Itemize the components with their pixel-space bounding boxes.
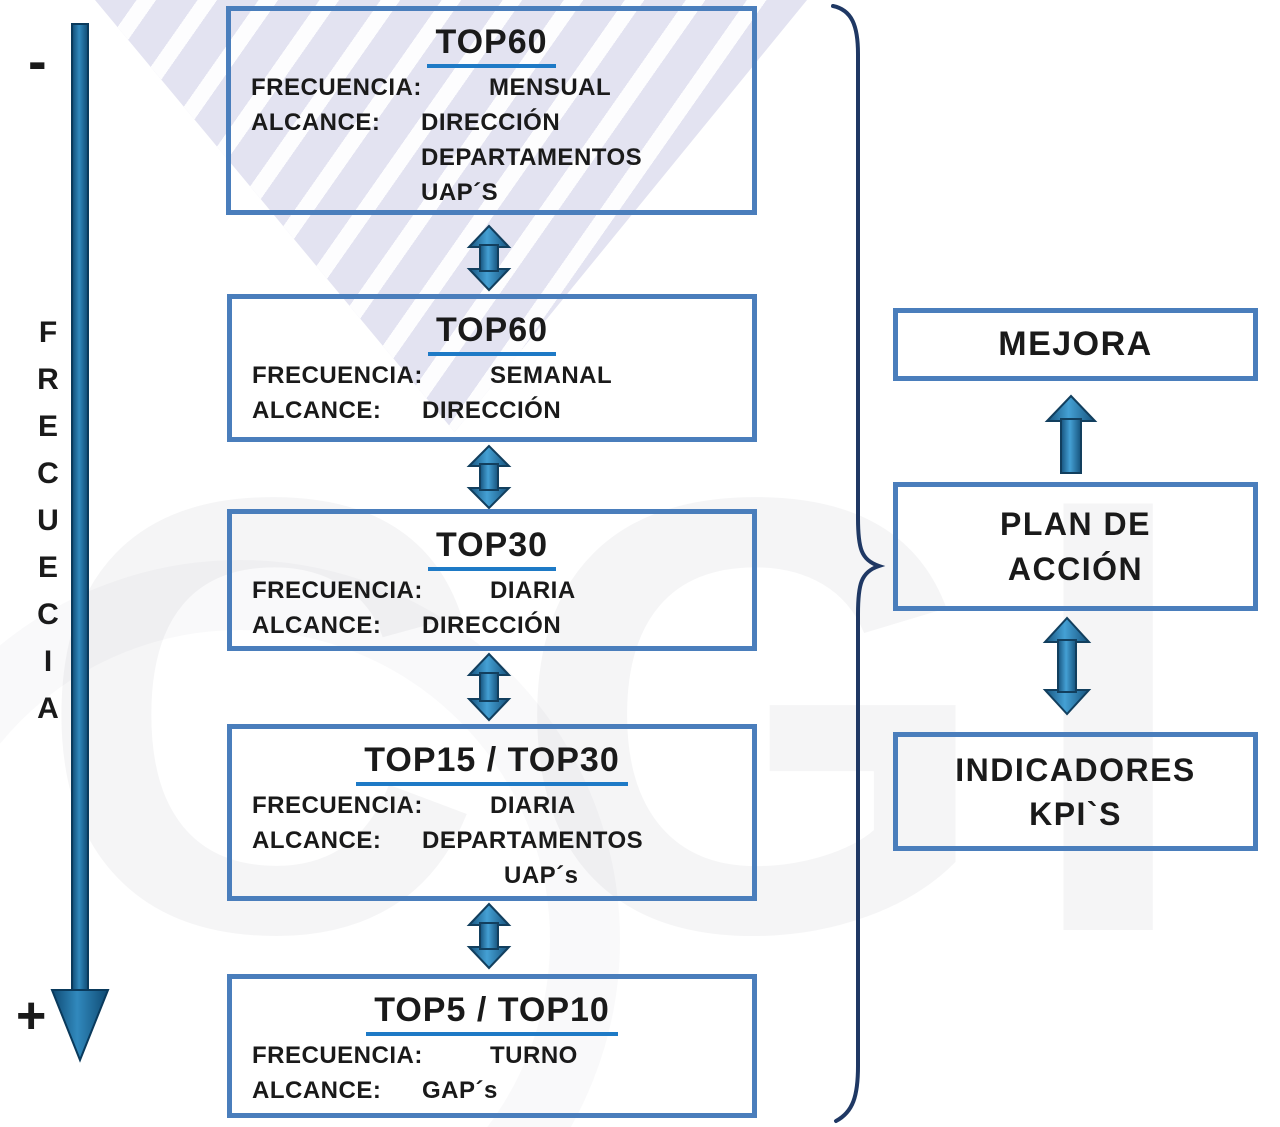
frequency-value: DIARIA: [490, 577, 576, 604]
scope-label: ALCANCE:: [251, 109, 381, 136]
up-arrow-icon: [1044, 394, 1098, 474]
frequency-label: FRECUENCIA:: [252, 362, 423, 389]
frequency-plus-label: +: [16, 987, 47, 1045]
meeting-box-top60-semanal: TOP60 FRECUENCIA: SEMANAL ALCANCE: DIRECCI…: [227, 294, 757, 442]
axis-letter: R: [37, 363, 59, 396]
frequency-label: FRECUENCIA:: [252, 577, 423, 604]
mejora-label: MEJORA: [998, 325, 1153, 363]
axis-letter: U: [37, 504, 59, 537]
meeting-box-top5-top10: TOP5 / TOP10 FRECUENCIA: TURNO ALCANCE: GA…: [227, 974, 757, 1118]
scope-label: ALCANCE:: [252, 827, 382, 854]
plan-label-line2: ACCIÓN: [1007, 550, 1144, 587]
double-arrow-icon: [466, 224, 512, 292]
frequency-value: SEMANAL: [490, 362, 613, 389]
frequency-label: FRECUENCIA:: [252, 1042, 423, 1069]
frequency-down-arrow-icon: [50, 23, 110, 1063]
meeting-box-top60-mensual: TOP60 FRECUENCIA: MENSUAL ALCANCE: DIRECCI…: [226, 6, 757, 215]
indicadores-label-line1: INDICADORES: [955, 751, 1196, 788]
scope-value: UAP´S: [421, 179, 499, 206]
scope-value: DIRECCIÓN: [422, 612, 562, 639]
meeting-box-top30: TOP30 FRECUENCIA: DIARIA ALCANCE: DIRECCIÓ…: [227, 509, 757, 651]
double-arrow-icon: [1042, 616, 1092, 716]
axis-letter: C: [37, 598, 59, 631]
scope-value: DIRECCIÓN: [422, 397, 562, 424]
scope-value: GAP´s: [422, 1077, 498, 1104]
meeting-box-top15-top30: TOP15 / TOP30 FRECUENCIA: DIARIA ALCANCE:…: [227, 724, 757, 901]
frequency-label: FRECUENCIA:: [251, 74, 422, 101]
plan-label-line1: PLAN DE: [1000, 505, 1151, 542]
axis-letter: I: [43, 645, 53, 678]
box-title: TOP5 / TOP10: [232, 991, 752, 1036]
double-arrow-icon: [466, 902, 512, 970]
axis-letter: E: [37, 410, 58, 443]
frequency-value: DIARIA: [490, 792, 576, 819]
axis-letter: E: [37, 551, 58, 584]
box-title: TOP60: [231, 23, 752, 68]
scope-value: DIRECCIÓN: [421, 109, 561, 136]
scope-value: DEPARTAMENTOS: [422, 827, 644, 854]
scope-value: DEPARTAMENTOS: [421, 144, 643, 171]
axis-letter: C: [37, 457, 59, 490]
indicadores-label-line2: KPI`S: [1029, 795, 1122, 832]
frequency-value: TURNO: [490, 1042, 578, 1069]
frequency-value: MENSUAL: [489, 74, 612, 101]
scope-value: UAP´s: [504, 862, 579, 889]
axis-letter: A: [37, 692, 59, 725]
box-title: TOP15 / TOP30: [232, 741, 752, 786]
frequency-minus-label: -: [28, 29, 47, 92]
box-title: TOP30: [232, 526, 752, 571]
axis-letter: F: [38, 316, 58, 349]
frequency-label: FRECUENCIA:: [252, 792, 423, 819]
mejora-box: MEJORA: [893, 308, 1258, 381]
scope-label: ALCANCE:: [252, 397, 382, 424]
scope-label: ALCANCE:: [252, 1077, 382, 1104]
double-arrow-icon: [466, 652, 512, 722]
box-title: TOP60: [232, 311, 752, 356]
frequency-axis-label: F R E C U E C I A: [28, 316, 68, 726]
scope-label: ALCANCE:: [252, 612, 382, 639]
double-arrow-icon: [466, 444, 512, 510]
plan-de-accion-box: PLAN DE ACCIÓN: [893, 482, 1258, 611]
indicadores-kpis-box: INDICADORES KPI`S: [893, 732, 1258, 851]
